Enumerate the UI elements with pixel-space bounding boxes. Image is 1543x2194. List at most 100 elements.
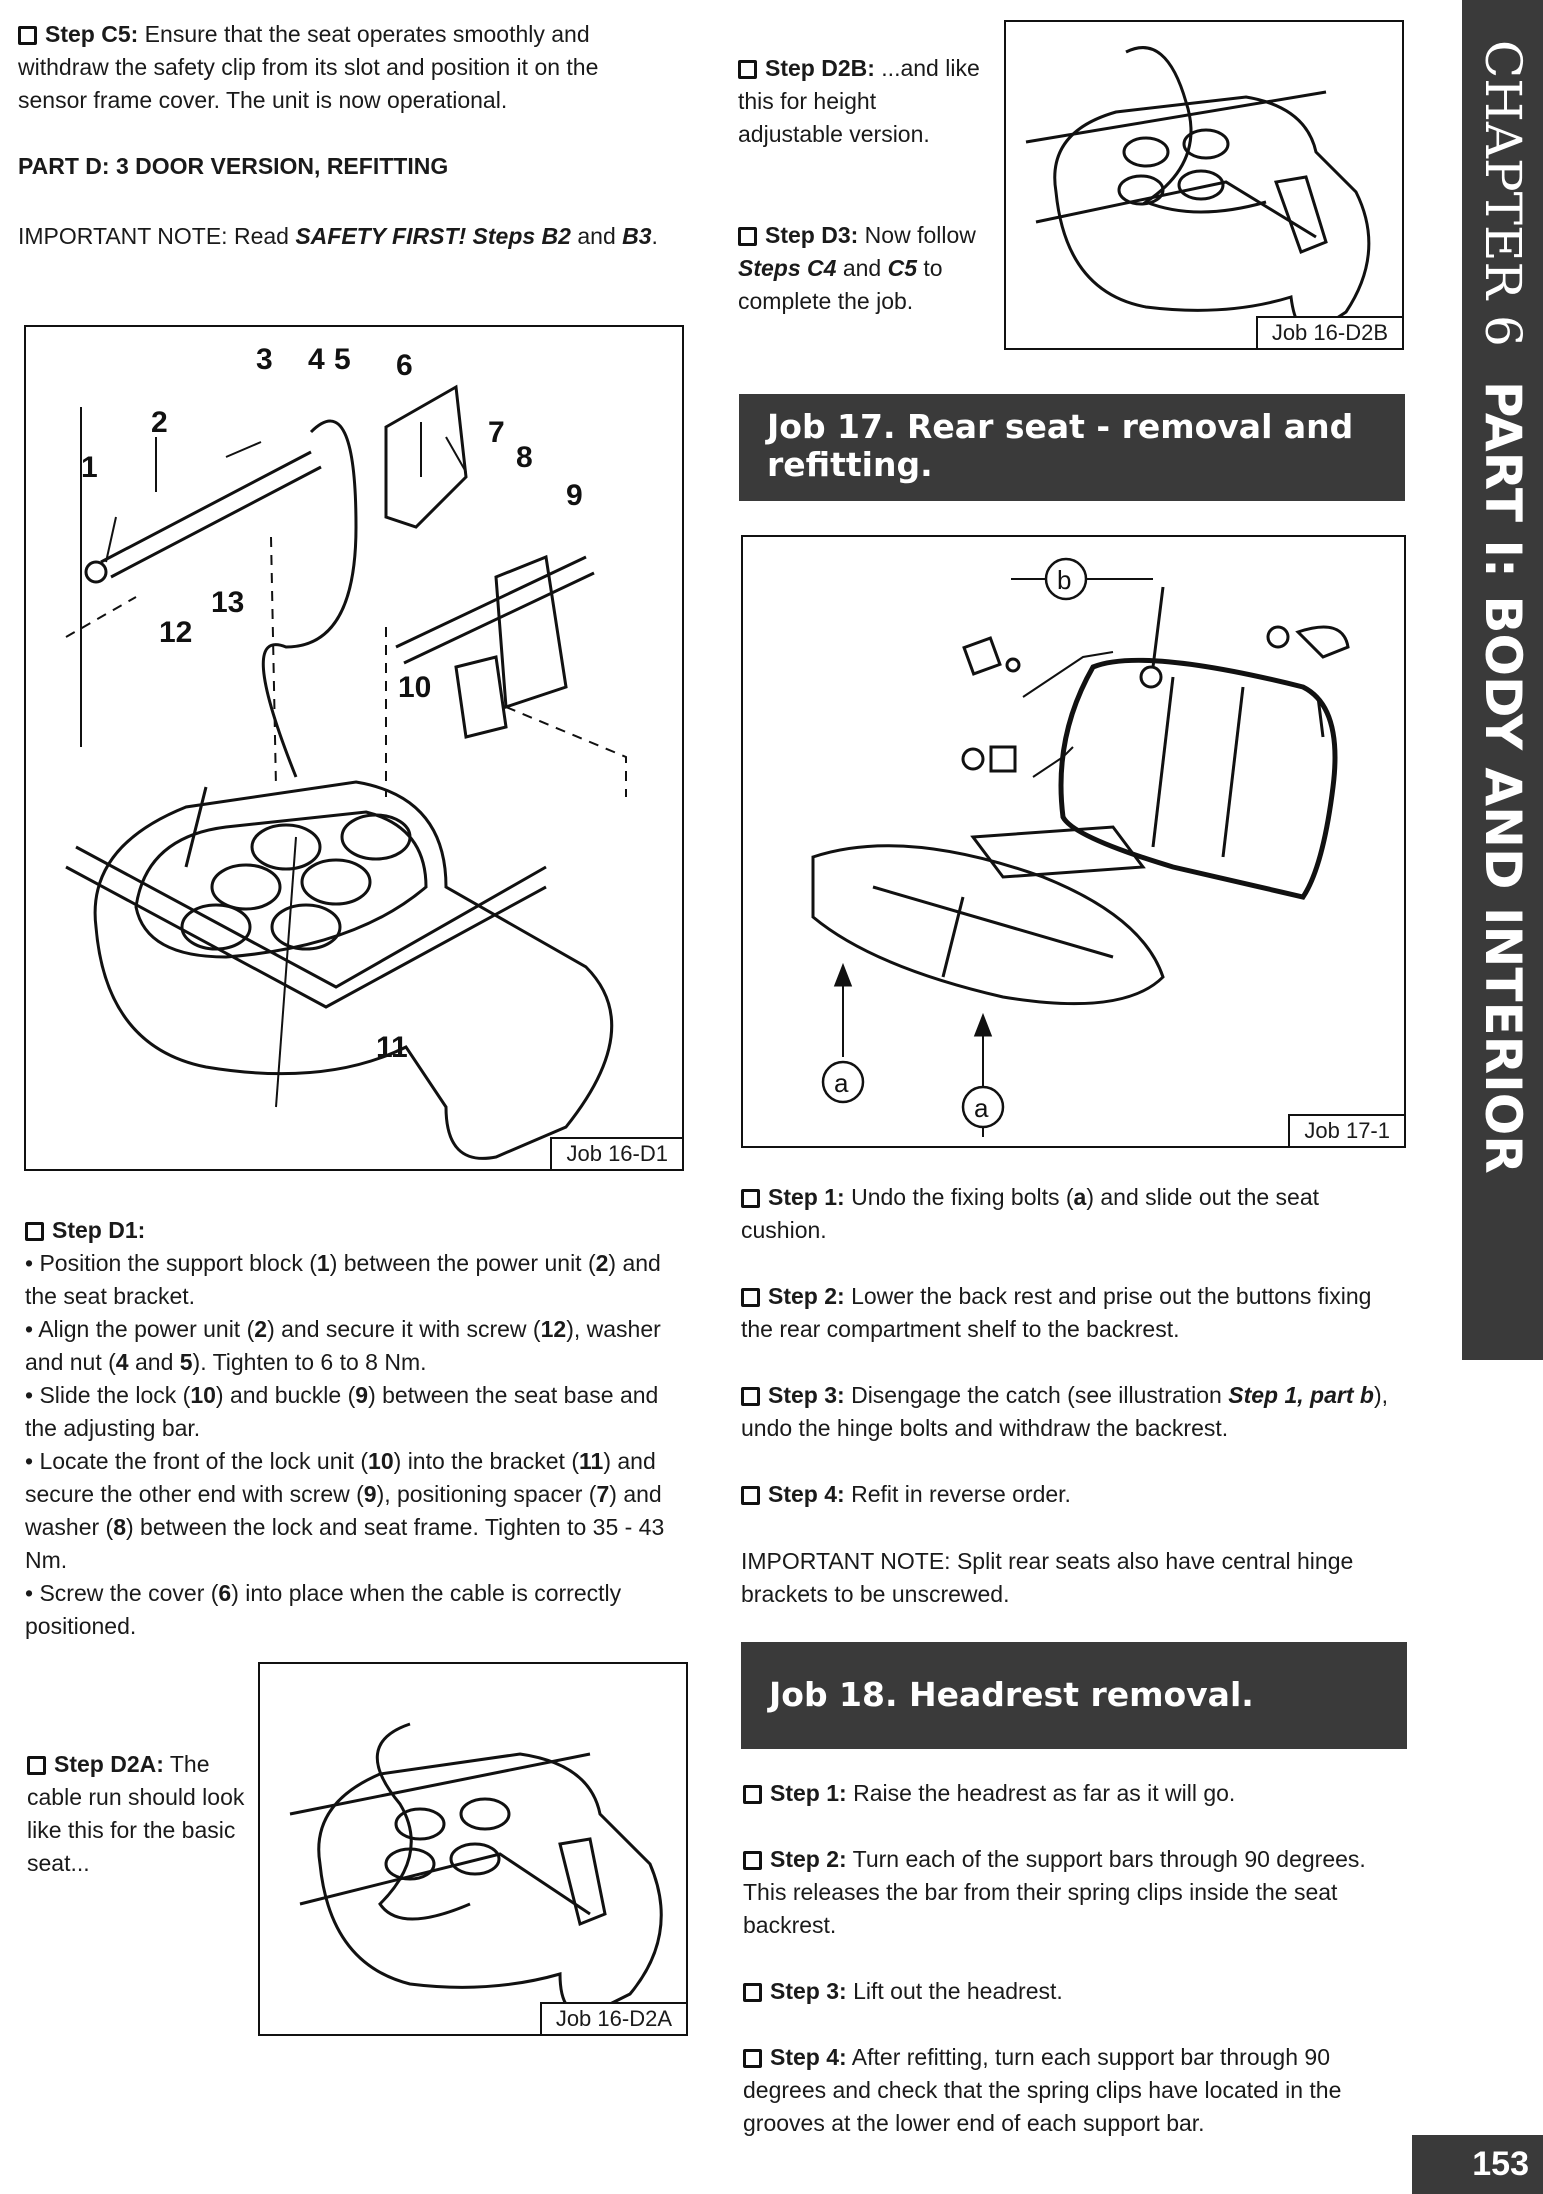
job18-step: Step 4: After refitting, turn each suppo… [743,2041,1408,2140]
callout-8: 8 [516,441,533,474]
part-number: 6 [218,1580,232,1606]
step-text: The cable run should look like this for … [27,1751,245,1876]
figure-caption: Job 16-D1 [550,1137,684,1171]
bullet-text: and [128,1349,180,1375]
step-d1-bullet-list: • Position the support block (1) between… [25,1247,690,1643]
step-text: ), undo the hinge bolts and withdraw the… [741,1382,1388,1441]
checkbox-icon [743,2049,762,2068]
part-number: 1 [316,1250,330,1276]
figure-caption: Job 16-D2A [539,2002,688,2036]
part-number: 10 [368,1448,394,1474]
step-text-3: to complete the job. [738,255,943,314]
part-number: 12 [540,1316,567,1342]
job18-step: Step 1: Raise the headrest as far as it … [743,1777,1408,1810]
job17-step: Step 4: Refit in reverse order. [741,1478,1406,1511]
step-text: ) and slide out the seat cushion. [741,1184,1320,1243]
step-text: Refit in reverse order. [844,1481,1071,1507]
part-number: 11 [579,1448,604,1474]
step-text: Turn each of the support bars through 90… [743,1846,1366,1938]
step-text: Lift out the headrest. [846,1978,1063,2004]
checkbox-icon [738,60,757,79]
step-d2b: Step D2B: ...and like this for height ad… [738,52,980,151]
bullet-text: ), positioning spacer ( [376,1481,597,1507]
part-number: 9 [355,1382,369,1408]
figure-job-17-1: a a b Job 17-1 [741,535,1406,1148]
callout-9: 9 [566,479,583,512]
height-adjustable-seat-cable-diagram [1025,46,1371,335]
step-text-2: and [836,255,888,281]
checkbox-icon [741,1189,760,1208]
step-ref: Steps C4 [738,255,837,281]
step-ref-2: C5 [887,255,917,281]
bullet-icon: • [25,1250,40,1276]
callout-7: 7 [488,416,505,449]
callout-13: 13 [211,586,244,619]
part-number: 4 [115,1349,129,1375]
checkbox-icon [741,1486,760,1505]
part-number: 9 [363,1481,377,1507]
job18-step: Step 3: Lift out the headrest. [743,1975,1408,2008]
step-text: Now follow [858,222,976,248]
checkbox-icon [743,1983,762,2002]
bullet-icon: • [25,1382,40,1408]
job-18-banner: Job 18. Headrest removal. [741,1642,1407,1749]
bullet-text: ) between the lock and seat frame. Tight… [25,1514,665,1573]
checkbox-icon [738,227,757,246]
bullet-text: ) and secure the other end with screw ( [25,1448,656,1507]
seat-frame-exploded-diagram: 1 2 3 4 5 6 7 8 9 10 11 12 13 [65,343,627,1160]
bullet-icon: • [25,1448,40,1474]
step-label: Step 3: [768,1382,845,1408]
chapter-sidebar [1462,0,1543,1360]
step-text: Raise the headrest as far as it will go. [846,1780,1236,1806]
bullet-text: Screw the cover ( [39,1580,219,1606]
part-label: PART I: BODY AND INTERIOR [1474,380,1532,1174]
bullet-text: ) and buckle ( [215,1382,356,1408]
step-label: Step D2A: [54,1751,164,1777]
part-number: 2 [254,1316,268,1342]
step-text: After refitting, turn each support bar t… [743,2044,1342,2136]
step-label: Step 3: [770,1978,847,2004]
step-label: Step D2B: [765,55,875,81]
step-label: Step C5: [45,21,139,47]
callout-b: b [1057,565,1071,595]
bullet-text: Align the power unit ( [38,1316,255,1342]
basic-seat-cable-diagram [289,1722,663,2016]
step-d1-heading: Step D1: [25,1214,690,1247]
part-number: 8 [113,1514,126,1540]
figure-job-16-d2a: Job 16-D2A [258,1662,688,2036]
note-ref: SAFETY FIRST! Steps B2 [295,223,571,249]
callout-5: 5 [334,343,351,376]
callout-10: 10 [398,671,431,704]
step-label: Step D1: [52,1217,146,1243]
bullet-text: ) and secure it with screw ( [267,1316,541,1342]
step-text: Lower the back rest and prise out the bu… [741,1283,1372,1342]
step-label: Step 2: [770,1846,847,1872]
checkbox-icon [743,1785,762,1804]
part-number: 10 [190,1382,216,1408]
job17-step: Step 3: Disengage the catch (see illustr… [741,1379,1406,1445]
bullet-icon: • [25,1316,39,1342]
step-d3: Step D3: Now follow Steps C4 and C5 to c… [738,219,1000,318]
job17-step: Step 2: Lower the back rest and prise ou… [741,1280,1406,1346]
figure-job-16-d1: 1 2 3 4 5 6 7 8 9 10 11 12 13 Job 16-D1 [24,325,684,1171]
note-ref-2: B3 [622,223,652,249]
figure-caption: Job 16-D2B [1255,316,1404,350]
bullet-text: ), washer and nut ( [25,1316,661,1375]
callout-11: 11 [376,1031,408,1064]
figure-job-16-d2b: Job 16-D2B [1004,20,1404,350]
rear-seat-exploded-diagram: a a b [811,557,1350,1137]
checkbox-icon [27,1756,46,1775]
callout-a-2: a [974,1093,989,1123]
callout-3: 3 [256,343,273,376]
bullet-icon: • [25,1580,40,1606]
checkbox-icon [741,1387,760,1406]
figure-caption: Job 17-1 [1288,1114,1406,1148]
step-d1-bullet: • Locate the front of the lock unit (10)… [25,1445,690,1577]
step-d1-bullet: • Align the power unit (2) and secure it… [25,1313,690,1379]
job18-step: Step 2: Turn each of the support bars th… [743,1843,1408,1942]
job17-important-note: IMPORTANT NOTE: Split rear seats also ha… [741,1548,1354,1607]
step-d1-bullet: • Slide the lock (10) and buckle (9) bet… [25,1379,690,1445]
step-text: Undo the fixing bolts ( [844,1184,1074,1210]
bullet-text: ) between the power unit ( [329,1250,596,1276]
step-label: Step 1: [768,1184,845,1210]
